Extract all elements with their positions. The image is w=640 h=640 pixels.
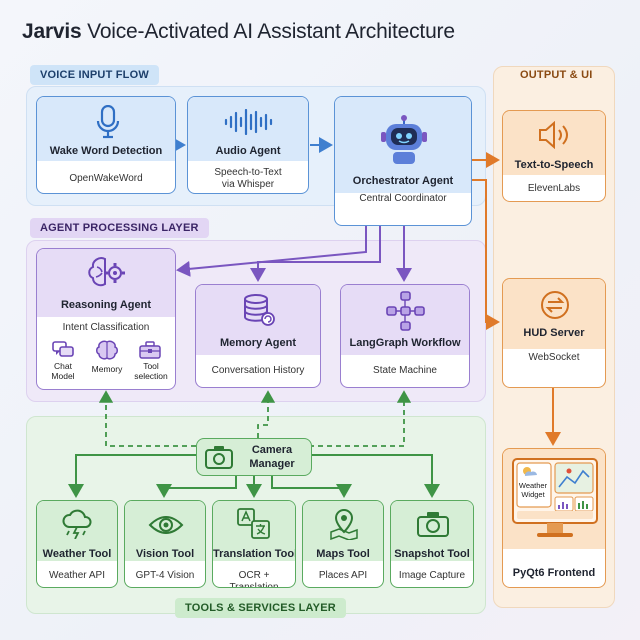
translation-tool-title: Translation Tool — [213, 548, 296, 560]
wake-word-sub: OpenWakeWord — [69, 173, 143, 184]
reasoning-item-memory: Memory — [91, 364, 123, 374]
workflow-graph-icon — [385, 291, 427, 331]
arrow-camera-to-snapshot — [312, 454, 440, 498]
voice-input-label: VOICE INPUT FLOW — [30, 65, 159, 85]
audio-agent-sub1: Speech-to-Text — [214, 167, 282, 178]
toolbox-icon — [139, 341, 161, 359]
node-langgraph: LangGraph Workflow State Machine — [340, 284, 470, 388]
dashboard-monitor-icon — [511, 457, 599, 543]
speaker-icon — [537, 121, 575, 149]
arrow-orchestrator-to-memory — [250, 226, 381, 282]
vision-tool-title: Vision Tool — [135, 548, 195, 560]
translation-tool-sub: OCR + Translation — [229, 570, 279, 588]
camera-icon — [417, 511, 449, 537]
node-reasoning-agent: Reasoning Agent Intent Classification Ch… — [36, 248, 176, 390]
maps-tool-title: Maps Tool — [316, 548, 370, 560]
frontend-title: PyQt6 Frontend — [512, 567, 596, 579]
database-icon — [242, 293, 276, 327]
maps-tool-sub: Places API — [318, 570, 368, 581]
node-snapshot-tool: Snapshot Tool Image Capture — [390, 500, 474, 588]
translate-icon — [237, 508, 271, 540]
node-vision-tool: Vision Tool GPT-4 Vision — [124, 500, 206, 588]
node-text-to-speech: Text-to-Speech ElevenLabs — [502, 110, 606, 202]
diagram-title: Jarvis Voice-Activated AI Assistant Arch… — [22, 20, 455, 43]
camera-icon — [205, 445, 233, 469]
langgraph-sub: State Machine — [373, 365, 437, 376]
orchestrator-title: Orchestrator Agent — [352, 175, 454, 187]
weather-tool-title: Weather Tool — [42, 548, 112, 560]
eye-icon — [148, 513, 184, 537]
waveform-icon — [224, 109, 274, 135]
dashed-camera-to-memory — [257, 390, 276, 438]
tts-sub: ElevenLabs — [527, 183, 581, 194]
output-ui-label: OUTPUT & UI — [520, 69, 593, 81]
vision-tool-sub: GPT-4 Vision — [135, 570, 195, 581]
weather-tool-sub: Weather API — [49, 570, 105, 581]
tts-title: Text-to-Speech — [514, 159, 594, 171]
node-memory-agent: Memory Agent Conversation History — [195, 284, 321, 388]
brain-gear-icon — [87, 255, 127, 291]
arrow-orchestrator-to-hud — [472, 179, 500, 330]
snapshot-tool-title: Snapshot Tool — [394, 548, 470, 560]
reasoning-sub: Intent Classification — [62, 322, 150, 333]
wake-word-title: Wake Word Detection — [49, 145, 163, 157]
audio-agent-sub2: via Whisper — [221, 179, 275, 190]
tools-layer-label: TOOLS & SERVICES LAYER — [175, 598, 346, 618]
snapshot-tool-sub: Image Capture — [398, 570, 466, 581]
chat-bubbles-icon — [52, 341, 74, 359]
arrow-camera-to-maps — [271, 475, 352, 498]
memory-agent-sub: Conversation History — [211, 365, 305, 376]
audio-agent-title: Audio Agent — [215, 145, 281, 157]
node-translation-tool: Translation Tool OCR + Translation — [212, 500, 296, 588]
dashed-camera-to-reasoning — [98, 390, 196, 447]
node-weather-tool: Weather Tool Weather API — [36, 500, 118, 588]
hud-title: HUD Server — [523, 327, 585, 339]
langgraph-title: LangGraph Workflow — [349, 337, 461, 349]
arrow-camera-to-weather — [68, 454, 196, 498]
sync-icon — [539, 289, 571, 321]
storm-cloud-icon — [61, 509, 95, 539]
arrow-camera-to-vision — [156, 475, 237, 498]
map-pin-icon — [328, 508, 360, 540]
memory-agent-title: Memory Agent — [220, 337, 296, 349]
arrow-orchestrator-to-reasoning — [176, 226, 367, 277]
dashed-camera-to-langgraph — [300, 390, 412, 447]
node-audio-agent: Audio Agent Speech-to-Text via Whisper — [187, 96, 309, 194]
reasoning-title: Reasoning Agent — [60, 299, 152, 311]
brain-icon — [96, 340, 118, 360]
robot-icon — [379, 115, 429, 165]
node-orchestrator: Orchestrator Agent Central Coordinator — [334, 96, 472, 226]
hud-sub: WebSocket — [528, 352, 580, 363]
node-maps-tool: Maps Tool Places API — [302, 500, 384, 588]
orchestrator-sub: Central Coordinator — [359, 193, 447, 204]
node-wake-word: Wake Word Detection OpenWakeWord — [36, 96, 176, 194]
microphone-icon — [95, 105, 121, 139]
agent-layer-label: AGENT PROCESSING LAYER — [30, 218, 209, 238]
node-hud-server: HUD Server WebSocket — [502, 278, 606, 388]
